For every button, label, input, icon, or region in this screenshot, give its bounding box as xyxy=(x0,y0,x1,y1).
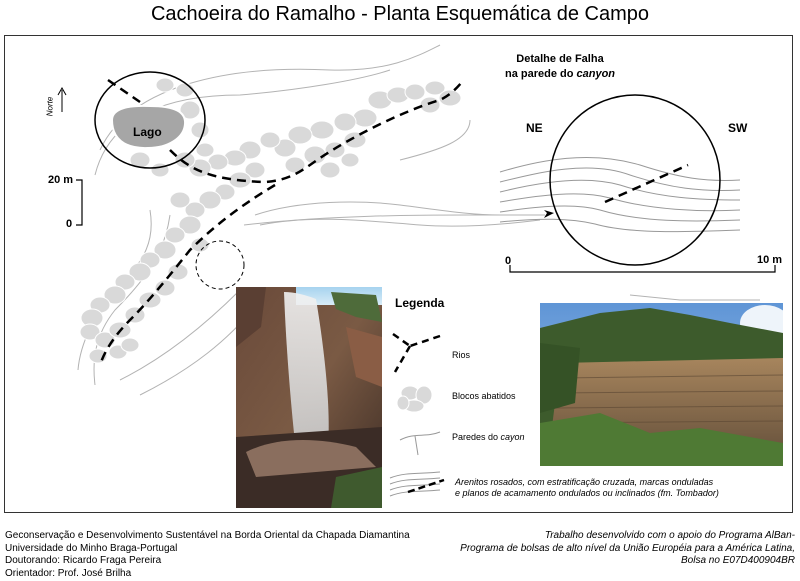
map-frame xyxy=(4,35,793,513)
legend-arenitos-line2: e planos de acamamento ondulados ou incl… xyxy=(455,488,719,498)
fallen-block xyxy=(198,190,222,210)
footer-left-line: Orientador: Prof. José Brilha xyxy=(5,567,132,579)
legend-river-symbol xyxy=(392,332,441,373)
fault-detail-title-line1: Detalhe de Falha xyxy=(516,53,604,65)
fault-scale-bar xyxy=(509,265,776,273)
legend-arenitos-label: Arenitos rosados, com estratificação cru… xyxy=(455,477,719,499)
fallen-block xyxy=(319,161,341,179)
fault-scale-zero: 0 xyxy=(505,255,512,267)
canyon-photo xyxy=(540,303,783,466)
waterfall-photo xyxy=(236,287,382,508)
rivers xyxy=(98,78,463,366)
footer-left-line: Geconservação e Desenvolvimento Sustentá… xyxy=(5,530,410,541)
page-title: Cachoeira do Ramalho - Planta Esquemátic… xyxy=(150,3,650,25)
legend-blocks-symbol xyxy=(396,385,433,413)
fallen-block xyxy=(333,112,357,132)
detail-link-line xyxy=(243,214,545,226)
fallen-block xyxy=(114,273,136,291)
fallen-block xyxy=(128,262,152,282)
sw-label: SW xyxy=(728,121,748,135)
footer-left: Geconservação e Desenvolvimento Sustentá… xyxy=(5,530,410,580)
footer-right-line: Bolsa no E07D400904BR xyxy=(681,555,795,566)
fallen-block xyxy=(190,237,210,253)
legend-arenitos-line1: Arenitos rosados, com estratificação cru… xyxy=(455,477,714,487)
fault-scale-end: 10 m xyxy=(757,254,783,266)
fallen-block xyxy=(404,83,426,101)
fallen-block xyxy=(287,125,313,145)
fallen-block xyxy=(169,191,191,209)
fallen-block xyxy=(419,96,441,114)
legend-sandstone-symbol xyxy=(389,471,445,497)
scale-zero-label: 0 xyxy=(66,218,73,230)
fallen-block xyxy=(120,337,140,353)
ne-label: NE xyxy=(526,121,543,135)
fallen-block xyxy=(340,152,360,168)
legend-paredes-italic: cayon xyxy=(500,432,525,442)
scale-top-label: 20 m xyxy=(48,174,74,186)
map-scale-bar xyxy=(76,179,83,226)
fallen-block xyxy=(179,100,201,120)
fault-line xyxy=(604,163,689,204)
fault-detail-title-prefix: na parede do xyxy=(504,68,577,80)
fallen-block xyxy=(259,131,281,149)
lake-circle xyxy=(94,71,206,169)
detail-circle xyxy=(195,240,245,290)
fallen-block xyxy=(154,279,176,297)
fallen-block xyxy=(244,161,266,179)
fallen-block xyxy=(438,89,462,107)
fault-detail-circle xyxy=(549,94,721,266)
legend-title: Legenda xyxy=(395,296,445,310)
detail-link-arrow xyxy=(544,210,554,218)
fault-detail-title-canyon: canyon xyxy=(576,68,616,80)
legend-paredes-prefix: Paredes do xyxy=(452,432,501,442)
fault-strata xyxy=(499,156,741,233)
fallen-block xyxy=(164,226,186,244)
footer-left-line: Doutorando: Ricardo Fraga Pereira xyxy=(5,555,162,566)
fallen-block xyxy=(175,82,195,98)
legend-walls-symbol xyxy=(399,431,441,456)
fallen-block xyxy=(174,151,196,169)
fallen-block xyxy=(79,323,101,341)
footer-right-line: Trabalho desenvolvido com o apoio do Pro… xyxy=(544,530,795,541)
legend-blocos-label: Blocos abatidos xyxy=(452,391,516,401)
fallen-block xyxy=(178,215,202,235)
lake xyxy=(110,104,187,150)
fallen-block xyxy=(190,121,210,139)
fault-detail-title: Detalhe de Falha na parede do canyon xyxy=(490,52,630,82)
north-arrow xyxy=(57,86,67,112)
fallen-block xyxy=(343,131,367,149)
legend-paredes-label: Paredes do cayon xyxy=(452,432,525,442)
fallen-block xyxy=(103,285,127,305)
fallen-block xyxy=(324,141,346,159)
fallen-block xyxy=(352,108,378,128)
fault-detail-title-line2: na parede do canyon xyxy=(490,67,630,82)
footer-right-line: Programa de bolsas de alto nível da Uniã… xyxy=(460,542,795,554)
lake-label: Lago xyxy=(133,125,162,139)
footer-right: Trabalho desenvolvido com o apoio do Pro… xyxy=(460,530,795,568)
fallen-block xyxy=(309,120,335,140)
fallen-block xyxy=(155,77,175,93)
fallen-block xyxy=(195,142,215,158)
footer-left-line: Universidade do Minho Braga-Portugal xyxy=(5,542,178,554)
fallen-block xyxy=(424,80,446,96)
legend-rios-label: Rios xyxy=(452,350,471,360)
north-label: Norte xyxy=(45,96,55,117)
fallen-block xyxy=(284,156,306,174)
fallen-block xyxy=(150,162,170,178)
fallen-block xyxy=(153,240,177,260)
fallen-blocks xyxy=(79,77,462,364)
